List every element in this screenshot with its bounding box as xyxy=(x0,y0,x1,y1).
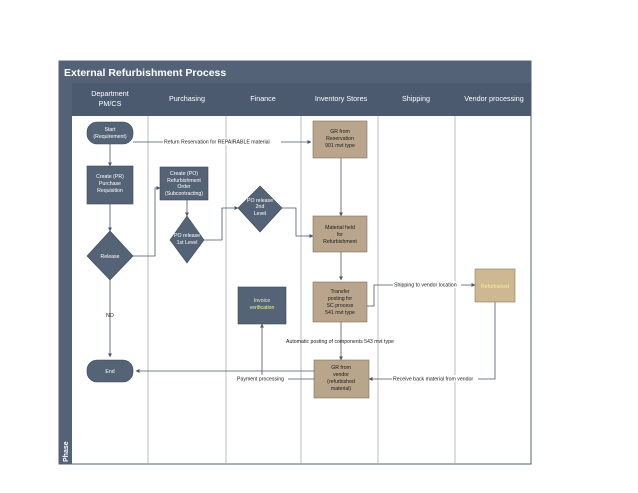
shipping-label-bg xyxy=(393,281,461,288)
release-decision: Release xyxy=(86,230,134,281)
lane-header-shipping: Shipping xyxy=(402,94,430,103)
po-release-2-decision: PO release 2nd Level xyxy=(237,185,283,233)
svg-text:verification: verification xyxy=(250,305,275,311)
return-reservation-label: Return Reservation for REPAIRABLE materi… xyxy=(164,140,270,146)
svg-text:541 mvt type: 541 mvt type xyxy=(325,310,355,316)
payment-label-bg xyxy=(236,375,288,382)
lane-header-row xyxy=(59,83,531,116)
svg-text:PO release: PO release xyxy=(174,233,200,239)
shipping-label: Shipping to vendor location xyxy=(394,283,457,289)
no-label: NO xyxy=(106,313,114,319)
svg-text:for: for xyxy=(337,232,343,238)
svg-text:Invoice: Invoice xyxy=(254,298,271,304)
svg-text:Create (PO): Create (PO) xyxy=(170,171,198,177)
svg-text:(Requirement): (Requirement) xyxy=(93,134,126,140)
end-node: End xyxy=(86,359,134,383)
diagram-title: External Refurbishment Process xyxy=(64,67,226,79)
svg-text:Purchase: Purchase xyxy=(99,181,121,187)
svg-text:Order: Order xyxy=(177,184,191,190)
svg-text:1st Level: 1st Level xyxy=(177,240,198,246)
svg-text:vendor: vendor xyxy=(333,372,349,378)
lane-header-finance: Finance xyxy=(250,94,276,103)
return-reservation-label-bg xyxy=(163,138,281,145)
svg-text:End: End xyxy=(105,369,114,375)
svg-text:Material held: Material held xyxy=(325,225,355,231)
svg-text:Refurbishment: Refurbishment xyxy=(167,178,201,184)
diagram-frame xyxy=(58,60,532,465)
svg-text:Start: Start xyxy=(105,127,117,133)
refurbished-node: Refurbished xyxy=(474,268,516,303)
svg-text:Refurbished: Refurbished xyxy=(481,284,509,290)
svg-text:(refurbished: (refurbished xyxy=(327,379,355,385)
svg-text:material): material) xyxy=(331,386,351,392)
svg-text:2nd: 2nd xyxy=(256,204,265,210)
svg-text:SC process: SC process xyxy=(327,303,354,309)
po-release-1-decision: PO release 1st Level xyxy=(169,215,205,264)
create-pr-node: Create (PR) Purchase Requisition xyxy=(86,165,134,205)
lane-header-inventory: Inventory Stores xyxy=(315,94,368,103)
svg-text:Level: Level xyxy=(254,211,266,217)
phase-strip xyxy=(59,83,72,464)
svg-text:Requisition: Requisition xyxy=(97,188,123,194)
svg-text:901 mvt type: 901 mvt type xyxy=(325,143,355,149)
gr-vendor-node: GR from vendor (refurbished material) xyxy=(313,359,370,399)
svg-text:Reservation: Reservation xyxy=(326,136,354,142)
svg-text:(Subcontracting): (Subcontracting) xyxy=(165,191,203,197)
receive-back-label-bg xyxy=(392,375,478,382)
svg-text:Release: Release xyxy=(100,254,119,260)
receive-back-label: Receive back material from vendor xyxy=(393,377,473,383)
invoice-verification-node: Invoice verification xyxy=(237,286,287,325)
lane-header-vendor: Vendor processing xyxy=(464,94,524,103)
svg-text:GR from: GR from xyxy=(331,365,351,371)
svg-text:Refurbishment: Refurbishment xyxy=(323,239,357,245)
lane-dividers xyxy=(147,116,456,464)
payment-label: Payment processing xyxy=(237,377,284,383)
title-bar xyxy=(59,61,531,83)
lane-header-department: Department xyxy=(91,89,129,98)
svg-text:GR from: GR from xyxy=(330,129,350,135)
create-po-node: Create (PO) Refurbishment Order (Subcont… xyxy=(159,166,209,201)
transfer-posting-node: Transfer posting for SC process 541 mvt … xyxy=(312,281,368,323)
svg-text:PO release: PO release xyxy=(247,198,273,204)
svg-text:Transfer: Transfer xyxy=(330,289,349,295)
lane-header-purchasing: Purchasing xyxy=(169,94,205,103)
material-held-node: Material held for Refurbishment xyxy=(312,215,368,253)
auto-posting-label: Automatic posting of components 543 mvt … xyxy=(286,339,394,345)
svg-text:Create (PR): Create (PR) xyxy=(96,174,124,180)
start-node: Start (Requirement) xyxy=(86,121,134,145)
phase-label: Phase xyxy=(63,441,70,462)
lane-header-department-sub: PM/CS xyxy=(99,99,122,108)
svg-text:posting for: posting for xyxy=(328,296,352,302)
gr-reservation-node: GR from Reservation 901 mvt type xyxy=(312,120,368,159)
